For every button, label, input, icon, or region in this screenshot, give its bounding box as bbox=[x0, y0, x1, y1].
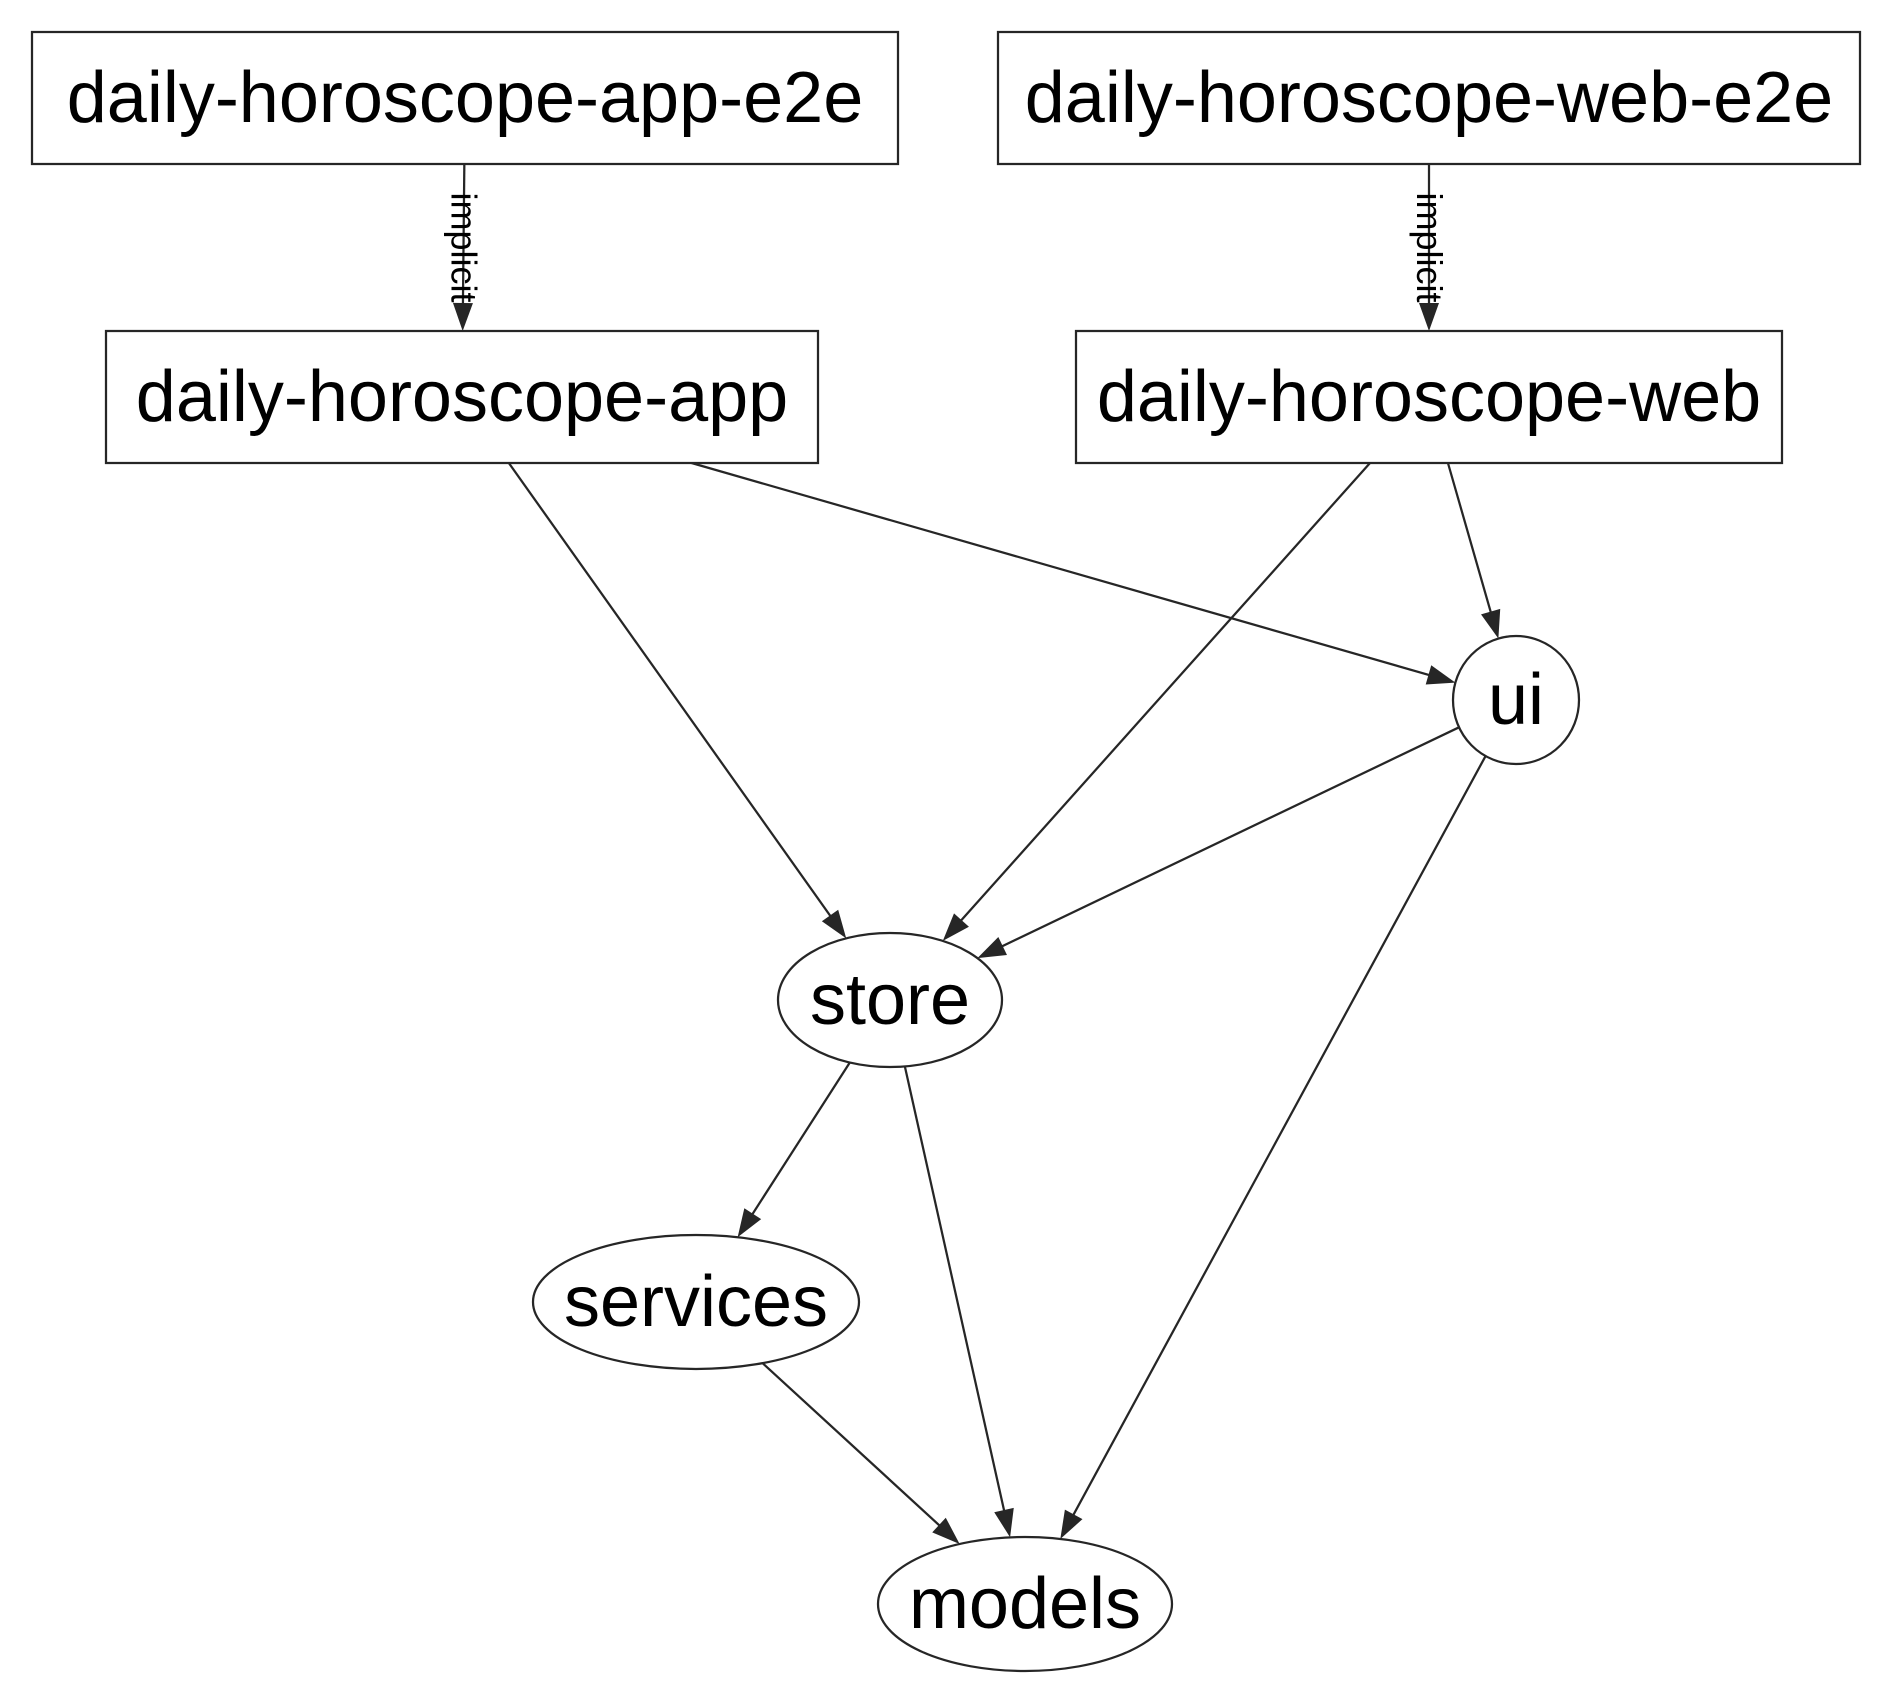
edge-line bbox=[992, 726, 1460, 952]
daily-horoscope-app-e2e-label: daily-horoscope-app-e2e bbox=[67, 58, 864, 138]
arrowhead-icon bbox=[821, 909, 847, 939]
node-models: models bbox=[876, 1535, 1174, 1673]
node-daily-horoscope-app-e2e: daily-horoscope-app-e2e bbox=[30, 30, 900, 166]
edge-line bbox=[953, 462, 1371, 930]
arrowhead-icon bbox=[932, 1517, 960, 1544]
edge-store--models bbox=[903, 1066, 1014, 1538]
models-ellipse bbox=[876, 1535, 1174, 1673]
edge-ui--models bbox=[1060, 755, 1487, 1539]
edge-daily-horoscope-app--ui bbox=[691, 461, 1456, 685]
ui-ellipse bbox=[1451, 634, 1581, 766]
arrowhead-icon bbox=[737, 1208, 762, 1238]
node-daily-horoscope-app: daily-horoscope-app bbox=[104, 329, 820, 465]
node-store: store bbox=[776, 931, 1004, 1069]
daily-horoscope-web-e2e-box bbox=[996, 30, 1862, 166]
edge-line bbox=[745, 1061, 851, 1224]
edge-daily-horoscope-web-e2e--daily-horoscope-web: implicit bbox=[1409, 164, 1450, 331]
edge-line bbox=[761, 1362, 949, 1534]
edge-services--models bbox=[761, 1362, 960, 1544]
edge-label-implicit: implicit bbox=[444, 192, 485, 302]
edge-daily-horoscope-app--store bbox=[507, 462, 847, 939]
arrowhead-icon bbox=[1481, 608, 1501, 639]
node-daily-horoscope-web: daily-horoscope-web bbox=[1074, 329, 1784, 465]
arrowhead-icon bbox=[1060, 1509, 1083, 1539]
arrowhead-icon bbox=[977, 936, 1007, 959]
edge-ui--store bbox=[977, 726, 1460, 959]
node-daily-horoscope-web-e2e: daily-horoscope-web-e2e bbox=[996, 30, 1862, 166]
arrowhead-icon bbox=[1419, 303, 1439, 331]
store-label: store bbox=[810, 960, 970, 1040]
daily-horoscope-web-e2e-label: daily-horoscope-web-e2e bbox=[1025, 58, 1833, 138]
edge-line bbox=[1446, 462, 1495, 623]
edge-daily-horoscope-web--store bbox=[942, 462, 1371, 941]
edges-layer: implicit implicit bbox=[444, 163, 1501, 1544]
edge-line bbox=[507, 462, 838, 926]
edge-line bbox=[461, 163, 466, 315]
daily-horoscope-web-label: daily-horoscope-web bbox=[1097, 357, 1761, 437]
daily-horoscope-web-box bbox=[1074, 329, 1784, 465]
daily-horoscope-app-e2e-box bbox=[30, 30, 900, 166]
arrowhead-icon bbox=[942, 913, 969, 941]
node-services: services bbox=[531, 1233, 861, 1371]
daily-horoscope-app-label: daily-horoscope-app bbox=[136, 357, 788, 437]
edge-store--services bbox=[737, 1061, 851, 1238]
edge-line bbox=[903, 1066, 1008, 1522]
models-label: models bbox=[909, 1564, 1141, 1644]
edge-label-implicit: implicit bbox=[1409, 192, 1450, 302]
ui-label: ui bbox=[1488, 660, 1544, 740]
services-label: services bbox=[564, 1262, 828, 1342]
arrowhead-icon bbox=[994, 1507, 1014, 1538]
store-ellipse bbox=[776, 931, 1004, 1069]
node-ui: ui bbox=[1451, 634, 1581, 766]
arrowhead-icon bbox=[452, 302, 473, 331]
daily-horoscope-app-box bbox=[104, 329, 820, 465]
edge-line bbox=[1067, 755, 1487, 1525]
edge-daily-horoscope-app-e2e--daily-horoscope-app: implicit bbox=[444, 163, 485, 331]
services-ellipse bbox=[531, 1233, 861, 1371]
edge-line bbox=[691, 461, 1440, 680]
nodes-layer: daily-horoscope-app-e2e daily-horoscope-w… bbox=[30, 30, 1862, 1673]
edge-daily-horoscope-web--ui bbox=[1446, 462, 1501, 639]
arrowhead-icon bbox=[1425, 665, 1456, 685]
